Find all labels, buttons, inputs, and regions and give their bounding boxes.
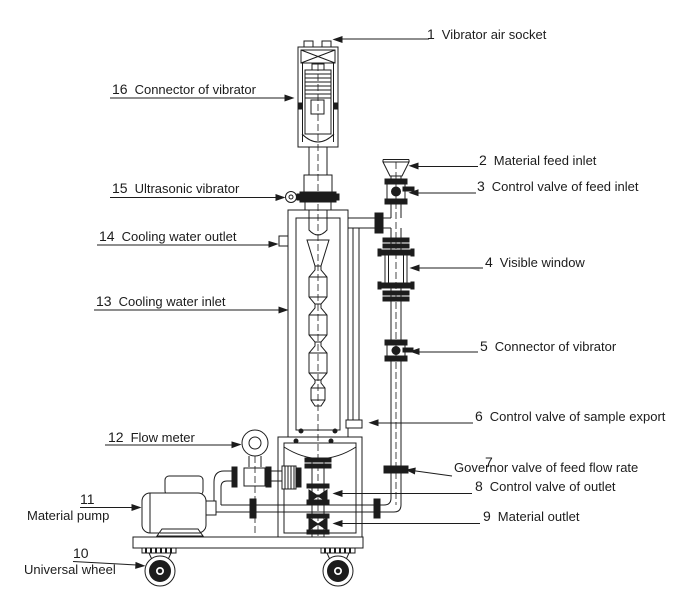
outlet-pipe-run (214, 498, 394, 519)
label-1-vibrator-air-socket: 1 Vibrator air socket (427, 26, 547, 43)
label-2-material-feed-inlet: 2 Material feed inlet (479, 152, 597, 169)
label-14-text: Cooling water outlet (121, 229, 237, 244)
label-3-number: 3 (477, 178, 485, 194)
label-16-text: Connector of vibrator (134, 82, 256, 97)
label-4-visible-window: 4 Visible window (485, 254, 585, 271)
label-1-text: Vibrator air socket (441, 27, 547, 42)
label-8-text: Control valve of outlet (489, 479, 616, 494)
cooling-outlet-fitting (278, 235, 288, 247)
label-8-number: 8 (475, 478, 483, 494)
label-9-material-outlet: 9 Material outlet (483, 508, 580, 525)
label-10-universal-wheel: Universal wheel (24, 562, 116, 577)
label-4-text: Visible window (499, 255, 585, 270)
label-11-text: Material pump (27, 508, 110, 523)
label-7-number: 7 (485, 454, 493, 470)
sample-export-fitting (345, 419, 363, 429)
label-13-cooling-water-inlet: 13 Cooling water inlet (96, 293, 226, 310)
label-11-material-pump: Material pump (27, 508, 109, 523)
label-11-number: 11 (80, 491, 95, 507)
label-7-governor-valve-text: Governor valve of feed flow rate (454, 460, 638, 475)
label-7-text: Governor valve of feed flow rate (454, 460, 639, 475)
label-12-number: 12 (108, 429, 124, 445)
label-8-control-valve-of-outlet: 8 Control valve of outlet (475, 478, 616, 495)
label-5-number: 5 (480, 338, 488, 354)
label-14-number: 14 (99, 228, 115, 244)
label-3-control-valve-of-feed-inlet: 3 Control valve of feed inlet (477, 178, 639, 195)
leader-lines (72, 35, 483, 569)
label-13-text: Cooling water inlet (118, 294, 226, 309)
label-4-number: 4 (485, 254, 493, 270)
label-6-control-valve-of-sample-export: 6 Control valve of sample export (475, 408, 666, 425)
label-13-number: 13 (96, 293, 112, 309)
label-15-ultrasonic-vibrator: 15 Ultrasonic vibrator (112, 180, 240, 197)
label-6-text: Control valve of sample export (489, 409, 666, 424)
label-9-number: 9 (483, 508, 491, 524)
label-15-number: 15 (112, 180, 128, 196)
label-12-text: Flow meter (130, 430, 195, 445)
label-6-number: 6 (475, 408, 483, 424)
label-14-cooling-water-outlet: 14 Cooling water outlet (99, 228, 237, 245)
label-1-number: 1 (427, 26, 435, 42)
label-2-number: 2 (479, 152, 487, 168)
sample-export-line (352, 228, 360, 420)
label-10-number: 10 (73, 545, 89, 561)
label-9-text: Material outlet (497, 509, 580, 524)
ultrasonic-vibrator-mount (285, 191, 340, 211)
flow-meter-assembly (213, 429, 302, 512)
label-16-number: 16 (112, 81, 128, 97)
label-16-connector-of-vibrator: 16 Connector of vibrator (112, 81, 256, 98)
label-15-text: Ultrasonic vibrator (134, 181, 240, 196)
label-12-flow-meter: 12 Flow meter (108, 429, 195, 446)
trolley-base (132, 536, 364, 587)
label-10-text: Universal wheel (24, 562, 116, 577)
material-pump (141, 475, 217, 537)
label-3-text: Control valve of feed inlet (491, 179, 639, 194)
reactor-column (278, 209, 363, 438)
label-5-connector-of-vibrator: 5 Connector of vibrator (480, 338, 617, 355)
centerlines (254, 64, 397, 536)
label-5-text: Connector of vibrator (494, 339, 617, 354)
label-2-text: Material feed inlet (493, 153, 597, 168)
